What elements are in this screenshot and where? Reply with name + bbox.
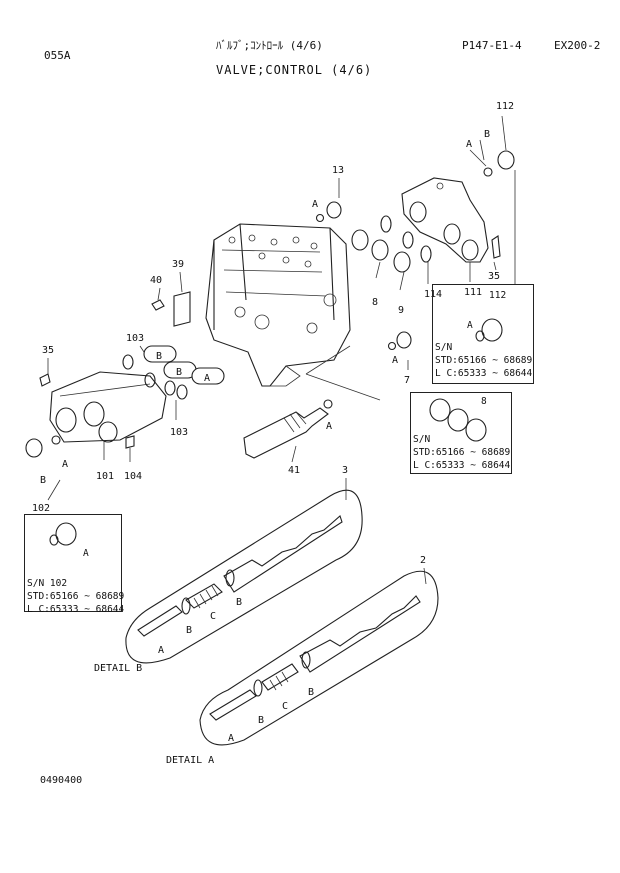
box112-sn: S/N bbox=[435, 342, 453, 353]
box8-sn: S/N bbox=[413, 434, 431, 445]
page-code: 055A bbox=[44, 49, 71, 62]
variant-box-102: A S/N 102 STD:65166 ~ 68689 L C:65333 ~ … bbox=[24, 514, 125, 615]
valve-block-body bbox=[205, 223, 351, 387]
page-title: VALVE;CONTROL (4/6) bbox=[216, 63, 373, 77]
oring-13 bbox=[315, 213, 325, 223]
bolt-35-left bbox=[39, 373, 51, 387]
box112-callout: 112 bbox=[489, 290, 507, 301]
callout-104: 104 bbox=[124, 471, 143, 482]
letter-b1-detail-a: B bbox=[258, 715, 265, 726]
letter-b-102: B bbox=[40, 475, 47, 486]
end-cover-right bbox=[401, 177, 489, 263]
callout-7: 7 bbox=[404, 375, 411, 386]
box102-part bbox=[49, 522, 77, 546]
letter-a-112: A bbox=[466, 139, 473, 150]
plug-7 bbox=[396, 331, 412, 349]
document-number: 0490400 bbox=[40, 775, 83, 786]
letter-a-7: A bbox=[392, 355, 399, 366]
box102-lc: L C:65333 ~ 68644 bbox=[27, 604, 125, 615]
box112-std: STD:65166 ~ 68689 bbox=[435, 355, 533, 366]
letter-b1-detail-b: B bbox=[186, 625, 193, 636]
box8-std: STD:65166 ~ 68689 bbox=[413, 447, 511, 458]
detail-b-label: DETAIL B bbox=[94, 663, 143, 674]
callout-114: 114 bbox=[424, 289, 443, 300]
letter-c-detail-b: C bbox=[210, 611, 217, 622]
screw-40 bbox=[151, 299, 165, 311]
plug-13 bbox=[326, 201, 342, 219]
callout-111: 111 bbox=[464, 287, 483, 298]
letter-a-41: A bbox=[326, 421, 333, 432]
end-cover-left bbox=[49, 371, 167, 443]
letter-b-piston2: B bbox=[176, 367, 183, 378]
box112-lc: L C:65333 ~ 68644 bbox=[435, 368, 533, 379]
page-reference: P147-E1-4 bbox=[462, 39, 522, 52]
model-number: EX200-2 bbox=[554, 39, 601, 52]
plate-39 bbox=[173, 291, 191, 327]
box8-lc: L C:65333 ~ 68644 bbox=[413, 460, 511, 471]
callout-35-right: 35 bbox=[488, 271, 501, 282]
detail-a-capsule bbox=[199, 570, 439, 746]
detail-a-label: DETAIL A bbox=[166, 755, 215, 766]
callout-3: 3 bbox=[342, 465, 349, 476]
title-japanese: ﾊﾞﾙﾌﾞ;ｺﾝﾄﾛｰﾙ (4/6) bbox=[216, 39, 323, 52]
callout-35-left: 35 bbox=[42, 345, 55, 356]
callout-40: 40 bbox=[150, 275, 163, 286]
callout-13: 13 bbox=[332, 165, 345, 176]
letter-c-detail-a: C bbox=[282, 701, 289, 712]
letter-b-112: B bbox=[484, 129, 491, 140]
letter-b2-detail-b: B bbox=[236, 597, 243, 608]
pistons-and-orings-103 bbox=[122, 345, 225, 400]
letter-b-piston1: B bbox=[156, 351, 163, 362]
box112-part bbox=[475, 318, 503, 342]
callout-39: 39 bbox=[172, 259, 185, 270]
box112-letter-a: A bbox=[467, 320, 473, 331]
box102-std: STD:65166 ~ 68689 bbox=[27, 591, 125, 602]
bolt-35-right bbox=[491, 235, 501, 259]
oring-112 bbox=[483, 167, 493, 177]
oring-102 bbox=[51, 435, 61, 445]
leader-lines bbox=[47, 115, 516, 585]
letter-a-detail-a: A bbox=[228, 733, 235, 744]
bushings-and-orings bbox=[351, 215, 432, 273]
detail-b-capsule bbox=[125, 489, 363, 664]
letter-b2-detail-a: B bbox=[308, 687, 315, 698]
callout-112-top: 112 bbox=[496, 101, 515, 112]
callout-101: 101 bbox=[96, 471, 115, 482]
callout-8: 8 bbox=[372, 297, 379, 308]
letter-a-piston3: A bbox=[204, 373, 211, 384]
callout-103-top: 103 bbox=[126, 333, 145, 344]
letter-a-102: A bbox=[62, 459, 69, 470]
plug-112 bbox=[497, 150, 515, 170]
spool-41 bbox=[243, 399, 333, 459]
screw-104 bbox=[125, 435, 135, 449]
box102-letter-a: A bbox=[83, 548, 89, 559]
callout-9: 9 bbox=[398, 305, 405, 316]
callout-103-bottom: 103 bbox=[170, 427, 189, 438]
variant-box-8: 8 S/N STD:65166 ~ 68689 L C:65333 ~ 6864… bbox=[410, 392, 512, 474]
callout-2: 2 bbox=[420, 555, 427, 566]
box102-sn: S/N 102 bbox=[27, 578, 68, 589]
variant-box-112: 112 A S/N STD:65166 ~ 68689 L C:65333 ~ … bbox=[432, 284, 534, 384]
box8-parts bbox=[429, 398, 487, 442]
oring-7 bbox=[387, 341, 397, 351]
box8-callout: 8 bbox=[481, 396, 487, 407]
letter-a-detail-b: A bbox=[158, 645, 165, 656]
callout-102: 102 bbox=[32, 503, 51, 514]
callout-41: 41 bbox=[288, 465, 301, 476]
plug-102 bbox=[25, 438, 43, 458]
letter-a-13: A bbox=[312, 199, 319, 210]
